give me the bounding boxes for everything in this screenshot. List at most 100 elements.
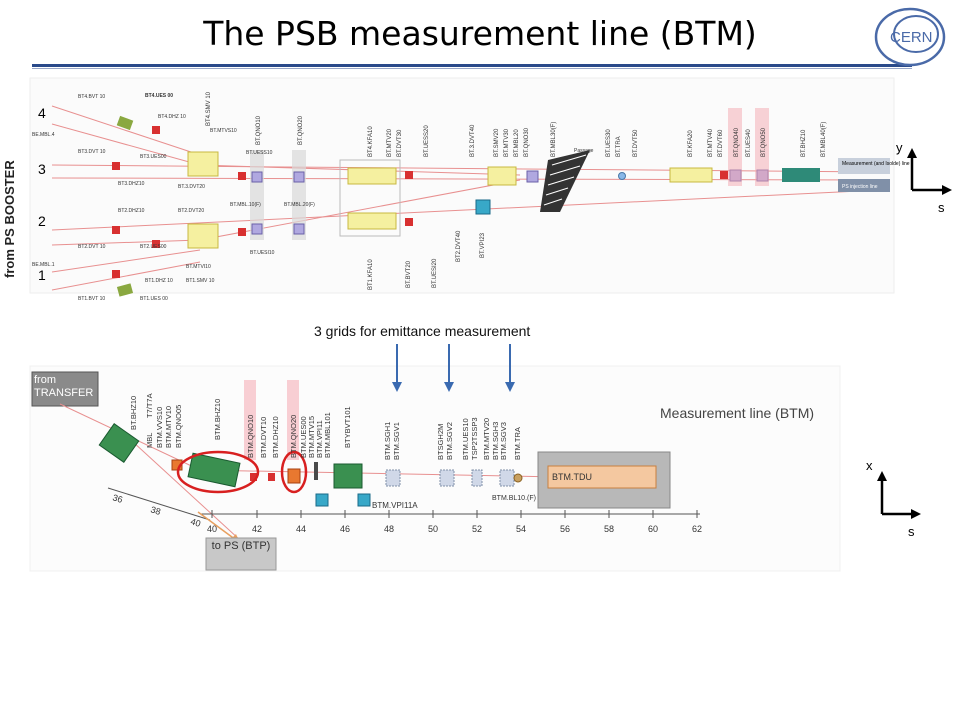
label-btqno10: BT.QNO10 — [256, 115, 262, 145]
dipole-magnet-3 — [187, 151, 219, 177]
legend-measurement-text: Measurement (and Isolde) line — [842, 161, 910, 167]
grid-sgh3-sgv3 — [499, 469, 515, 487]
scale-tick-58: 58 — [604, 524, 614, 534]
label-btbhz10: BT.BHZ10 — [801, 129, 807, 157]
highlight-qno40 — [728, 108, 742, 186]
scale-tick-62: 62 — [692, 524, 702, 534]
highlight-qno10 — [244, 380, 256, 460]
scale-tick-52: 52 — [472, 524, 482, 534]
label-btmdhz10: BTM.DHZ10 — [271, 416, 280, 458]
scale-tick-42: 42 — [252, 524, 262, 534]
scale-tick-54: 54 — [516, 524, 526, 534]
label-btmues10: BTM.UES10 — [461, 418, 470, 460]
label-btqno40: BT.QNO40 — [734, 127, 740, 157]
label-btmtv30: BT.MTV30 — [504, 128, 510, 157]
quad-qno10-top — [251, 171, 263, 183]
label-btmmtv10: BTM.MTV10 — [164, 406, 173, 448]
label-tsp2tssp3: TSP2TSSP3 — [470, 417, 479, 460]
label-btmbl20b: BT.MBL20 — [514, 129, 520, 157]
label-bt1ues00: BT1.UES 00 — [140, 296, 168, 302]
label-btmtvs10: BT.MTVS10 — [210, 128, 237, 134]
label-btmsgv2: BTM.SGV2 — [445, 422, 454, 460]
label-bt4ues00: BT4.UES 00 — [145, 93, 173, 99]
label-btmtv40: BT.MTV40 — [708, 128, 714, 157]
label-btbvt20: BT.BVT20 — [406, 260, 412, 288]
btm-tra — [513, 473, 523, 483]
label-btmbl20: BT.MBL.20(F) — [284, 202, 315, 208]
grids-caption: 3 grids for emittance measurement — [314, 323, 531, 339]
to-ps-arrow — [197, 511, 237, 541]
label-btsmv20: BT.SMV20 — [494, 128, 500, 157]
grid-arrows — [392, 344, 515, 392]
label-btmvpi11a: BTM.VPI11A — [372, 501, 418, 510]
bottom-axis-glyph: x s — [866, 458, 921, 539]
ring-number-3: 3 — [38, 161, 46, 177]
scale-tick-56: 56 — [560, 524, 570, 534]
label-btmbl10: BT.MBL.10(F) — [230, 202, 261, 208]
label-bt2dvt40: BT2.DVT40 — [456, 230, 462, 262]
cern-logo: CERN — [874, 7, 946, 67]
label-bt2dhz10: BT2.DHZ10 — [118, 208, 145, 214]
from-transfer-box — [31, 371, 99, 407]
btm-title: Measurement line (BTM) — [660, 405, 814, 421]
label-bt1kfa10: BT1.KFA10 — [368, 259, 374, 290]
label-be1mbl: BE.MBL.1 — [32, 262, 55, 268]
label-btmbl30: BT.MBL30(F) — [551, 122, 557, 157]
btm-tdu-label: BTM.TDU — [552, 472, 592, 482]
btm-mtv15 — [314, 462, 318, 480]
dipole-magnet-2 — [187, 223, 219, 249]
label-btues30: BT.UES30 — [606, 129, 612, 157]
quad-qno20-top — [293, 171, 305, 183]
label-btvpi23: BT.VPI23 — [480, 232, 486, 258]
label-btmbl40: BT.MBL40(F) — [821, 122, 827, 157]
btm-bhz10-dipole — [187, 452, 241, 488]
septum-smv20 — [487, 166, 517, 186]
diag-tick-36: 36 — [111, 492, 124, 504]
legend-ps-injection-text: PS injection line — [842, 184, 878, 190]
btm-tdu-dump — [547, 465, 657, 489]
label-btmsgv1: BTM.SGV1 — [392, 422, 401, 460]
label-btues40: BT.UES40 — [746, 129, 752, 157]
label-btmqno05: BTM.QNO05 — [174, 405, 183, 448]
label-btmqno10: BTM.QNO10 — [246, 415, 255, 458]
highlight-qno20 — [287, 380, 299, 460]
label-btsgh2m: BTSGH2M — [436, 424, 445, 460]
label-btmqno20: BTM.QNO20 — [289, 415, 298, 458]
bhz10-dipole — [782, 168, 820, 182]
passage-label: Passage — [574, 148, 594, 154]
label-bt2ues00: BT2.UES00 — [140, 244, 167, 250]
label-btmtvi10: BT.MTVI10 — [186, 264, 211, 270]
label-btmvpi11: BTM.VPI11 — [315, 420, 324, 458]
label-btmdvt10: BTM.DVT10 — [259, 417, 268, 458]
label-bt3ues00: BT3.UES00 — [140, 154, 167, 160]
scale-tick-48: 48 — [384, 524, 394, 534]
label-bt3dvt40: BT.3.DVT40 — [470, 124, 476, 157]
highlight-ellipse-bhz10 — [176, 450, 260, 494]
to-ps-box — [205, 537, 277, 571]
title-underline-thin — [32, 68, 912, 69]
tra-transformer — [618, 172, 626, 180]
label-btmues00: BTM.UES00 — [299, 416, 308, 458]
ring-number-4: 4 — [38, 105, 46, 121]
ring-number-2: 2 — [38, 213, 46, 229]
label-btmsgh1: BTM.SGH1 — [383, 422, 392, 460]
scale-tick-40: 40 — [207, 524, 217, 534]
label-btmsgv3: BTM.SGV3 — [499, 422, 508, 460]
scale-ticks — [211, 510, 698, 518]
passage-wall — [540, 150, 590, 212]
label-btuess20: BT.UESS20 — [424, 125, 430, 157]
scale-tick-46: 46 — [340, 524, 350, 534]
label-btqno30: BT.QNO30 — [524, 127, 530, 157]
btm-vpi11-pump — [315, 493, 329, 507]
corrector-magnets — [112, 126, 728, 278]
label-bt1dhz10: BT1.DHZ 10 — [145, 278, 173, 284]
label-btmmtv15: BTM.MTV15 — [307, 416, 316, 458]
scale-tick-60: 60 — [648, 524, 658, 534]
label-mbl: MBL — [145, 433, 154, 448]
btm-dhz10 — [268, 473, 275, 481]
kicker-kfa10-top — [347, 167, 397, 185]
highlight-qno50 — [755, 108, 769, 186]
bhz10-dipole-bottom — [98, 423, 140, 463]
title-underline — [32, 64, 912, 67]
